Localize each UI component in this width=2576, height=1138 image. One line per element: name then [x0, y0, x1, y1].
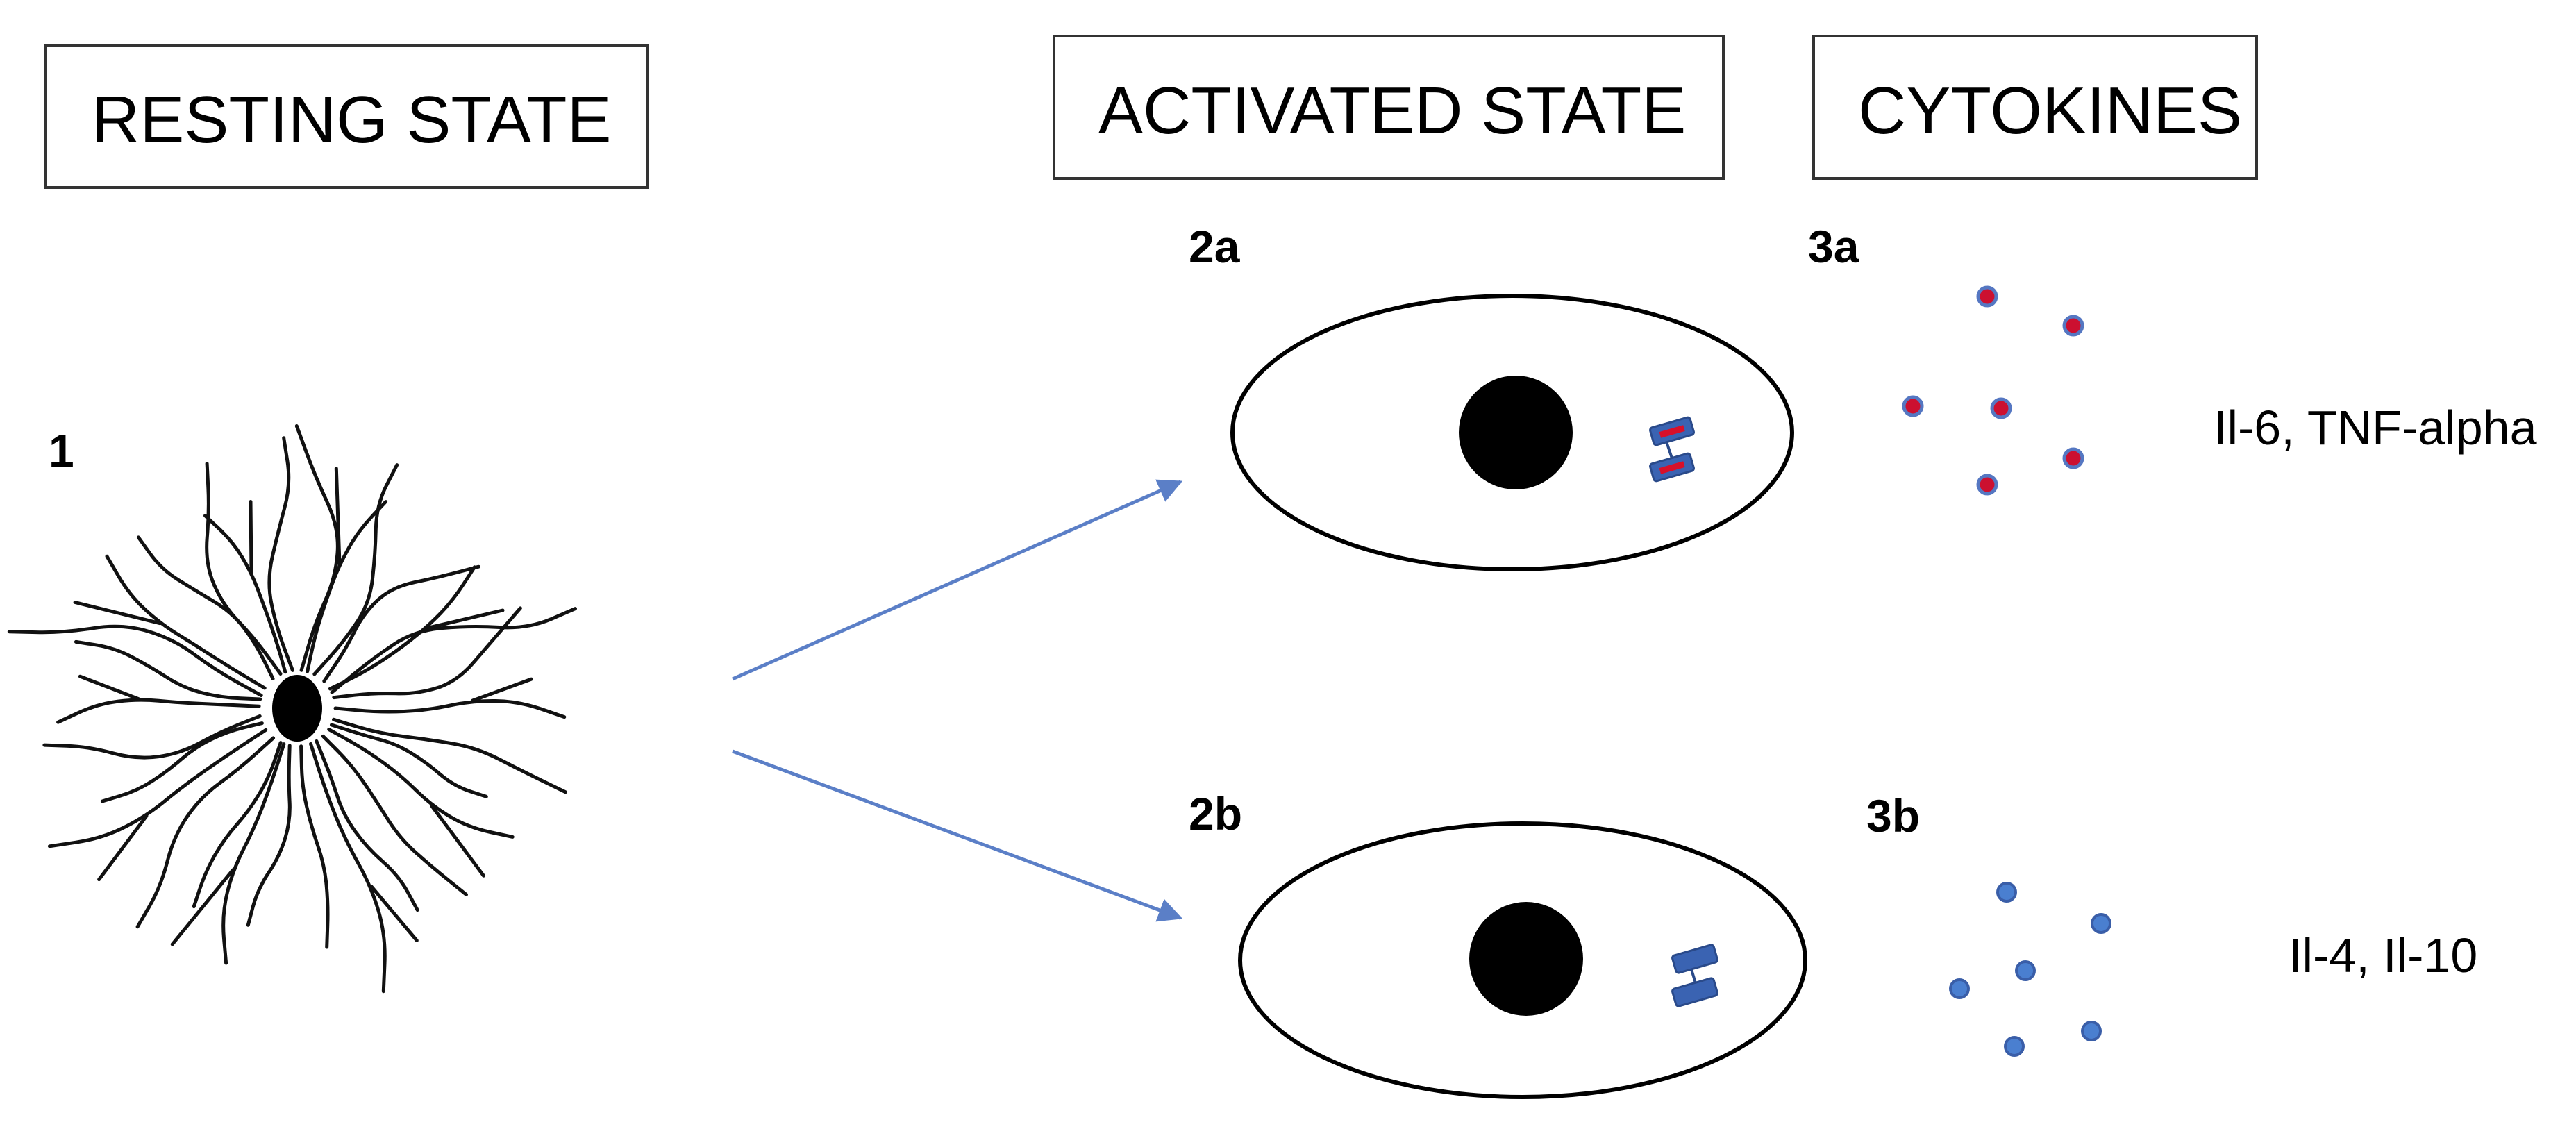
header-resting-state-text: RESTING STATE [92, 83, 612, 157]
header-cytokines: CYTOKINES [1812, 35, 2258, 180]
cell-process-branch [78, 674, 140, 701]
cell-process [205, 462, 283, 676]
cell-process [299, 744, 330, 949]
cell-process [294, 424, 340, 672]
cell-process-branch [424, 608, 505, 630]
cytokine-dot [1902, 395, 1924, 417]
receptor-2b [1671, 944, 1718, 1007]
cell-process [135, 736, 276, 929]
cell-process-branch [170, 868, 235, 946]
cytokine-dot [1976, 474, 1998, 496]
cell-process [312, 463, 399, 676]
cytokine-dot [1990, 397, 2012, 419]
cell-process-branch [369, 884, 419, 942]
cell-process [192, 741, 283, 909]
header-resting-state: RESTING STATE [44, 44, 649, 189]
cell-process [267, 436, 294, 672]
cytokine-dot [2091, 913, 2111, 934]
cell-process [330, 607, 577, 694]
label-activated-a: 2a [1189, 221, 1241, 272]
cell-process [246, 744, 292, 927]
cell-process [322, 564, 480, 683]
cell-process [330, 723, 488, 798]
cytokine-dot [1949, 978, 1970, 999]
label-activated-b: 2b [1189, 788, 1242, 839]
activated-cell-2b [1238, 821, 1807, 1099]
cell-process [105, 554, 267, 690]
activated-cell-2a [1230, 294, 1794, 571]
resting-microglia-cell [7, 424, 577, 994]
label-cytokines-b: 3b [1866, 790, 1920, 842]
cell-process [100, 721, 264, 803]
cell-process-branch [97, 814, 149, 882]
header-activated-state-text: ACTIVATED STATE [1098, 74, 1686, 148]
header-cytokines-text: CYTOKINES [1858, 74, 2242, 148]
cell-process-branch [334, 467, 342, 567]
cell-processes [7, 424, 577, 994]
label-cytokines-a: 3a [1808, 221, 1860, 272]
label-resting-cell: 1 [49, 425, 74, 476]
cytokines-3b-dots [1949, 882, 2111, 1057]
cell-process [306, 500, 388, 673]
cell-process [309, 742, 387, 994]
cytokine-dot [2081, 1021, 2102, 1041]
cytokine-dot [2004, 1036, 2025, 1057]
cytokine-names-a: Il-6, TNF-alpha [2214, 401, 2537, 455]
cell-nucleus-2a [1459, 376, 1573, 489]
resting-cell-nucleus [272, 675, 322, 742]
cell-process [332, 606, 522, 700]
cell-process [327, 728, 515, 839]
header-activated-state: ACTIVATED STATE [1053, 35, 1725, 180]
cell-process [74, 639, 262, 701]
cytokine-dot [2062, 447, 2084, 469]
cell-process-branch [471, 677, 533, 703]
receptor-2a [1649, 416, 1695, 483]
cytokine-dot [1976, 285, 1998, 308]
cell-process-branch [73, 601, 162, 626]
cell-process [321, 734, 468, 896]
cytokine-dot [2015, 960, 2036, 981]
cell-process [315, 739, 419, 912]
cell-process [7, 624, 263, 698]
cytokines-3a-dots [1902, 285, 2084, 496]
cell-process-branch [429, 803, 485, 878]
cell-process [203, 514, 287, 674]
cell-process [333, 698, 567, 719]
cytokine-dot [1996, 882, 2017, 903]
arrow-to-2b [732, 749, 1183, 922]
cell-process [221, 742, 286, 965]
cytokine-dot [2062, 315, 2084, 337]
cell-process [42, 714, 262, 760]
cell-process [56, 698, 261, 724]
cell-process [47, 728, 268, 848]
cytokine-names-b: Il-4, Il-10 [2289, 928, 2477, 982]
cell-process [332, 717, 567, 794]
arrow-to-2a [731, 479, 1183, 681]
cell-nucleus-2b [1469, 902, 1583, 1016]
